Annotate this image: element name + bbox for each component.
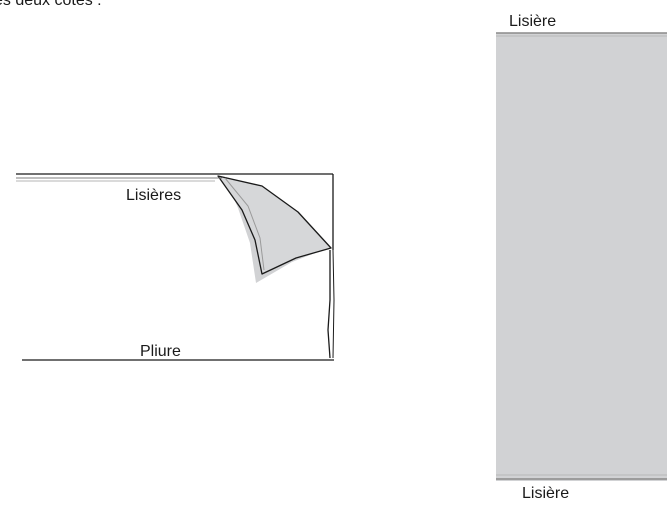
right-edge-lower-inner — [332, 249, 335, 359]
turned-corner-inner-line — [224, 177, 265, 271]
panel-bottom-selvedge-label: Lisière — [522, 485, 570, 502]
fabric-panel-illustration — [496, 32, 667, 481]
fold-label: Pliure — [140, 343, 181, 360]
right-edge-lower — [327, 250, 331, 359]
selvedges-label: Lisières — [126, 187, 182, 204]
fabric-panel — [496, 33, 667, 481]
panel-top-selvedge-label: Lisière — [509, 13, 557, 30]
turned-corner-flap — [217, 175, 332, 275]
folded-fabric-illustration — [16, 173, 335, 361]
intro-text: es deux côtés : — [0, 0, 102, 9]
